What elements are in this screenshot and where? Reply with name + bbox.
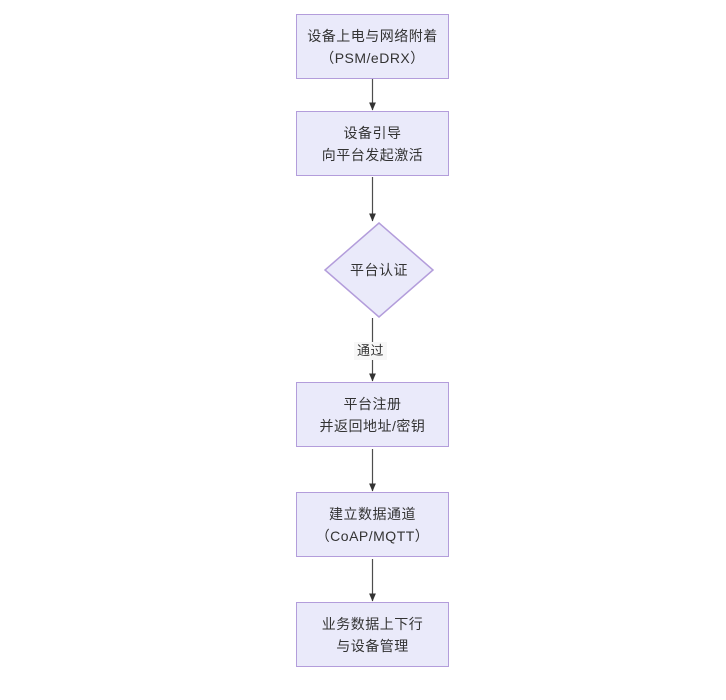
node-channel[interactable]: 建立数据通道 （CoAP/MQTT） <box>296 492 449 557</box>
node-auth-label: 平台认证 <box>350 262 408 278</box>
node-power-on-line-2: （PSM/eDRX） <box>320 49 425 66</box>
node-data-line-2: 与设备管理 <box>336 637 409 654</box>
node-bootstrap[interactable]: 设备引导 向平台发起激活 <box>296 111 449 176</box>
node-data[interactable]: 业务数据上下行 与设备管理 <box>296 602 449 667</box>
node-power-on[interactable]: 设备上电与网络附着 （PSM/eDRX） <box>296 14 449 79</box>
node-register[interactable]: 平台注册 并返回地址/密钥 <box>296 382 449 447</box>
node-auth-decision[interactable]: 平台认证 <box>324 222 434 318</box>
node-bootstrap-line-2: 向平台发起激活 <box>321 146 424 163</box>
node-power-on-line-1: 设备上电与网络附着 <box>307 27 438 44</box>
node-data-line-1: 业务数据上下行 <box>321 615 424 632</box>
node-channel-line-2: （CoAP/MQTT） <box>315 527 430 544</box>
node-bootstrap-line-1: 设备引导 <box>343 124 402 141</box>
node-channel-line-1: 建立数据通道 <box>329 505 416 522</box>
diamond-shape <box>324 222 434 318</box>
edge-label-pass: 通过 <box>354 342 388 360</box>
node-register-line-2: 并返回地址/密钥 <box>319 417 426 434</box>
node-register-line-1: 平台注册 <box>343 395 402 412</box>
